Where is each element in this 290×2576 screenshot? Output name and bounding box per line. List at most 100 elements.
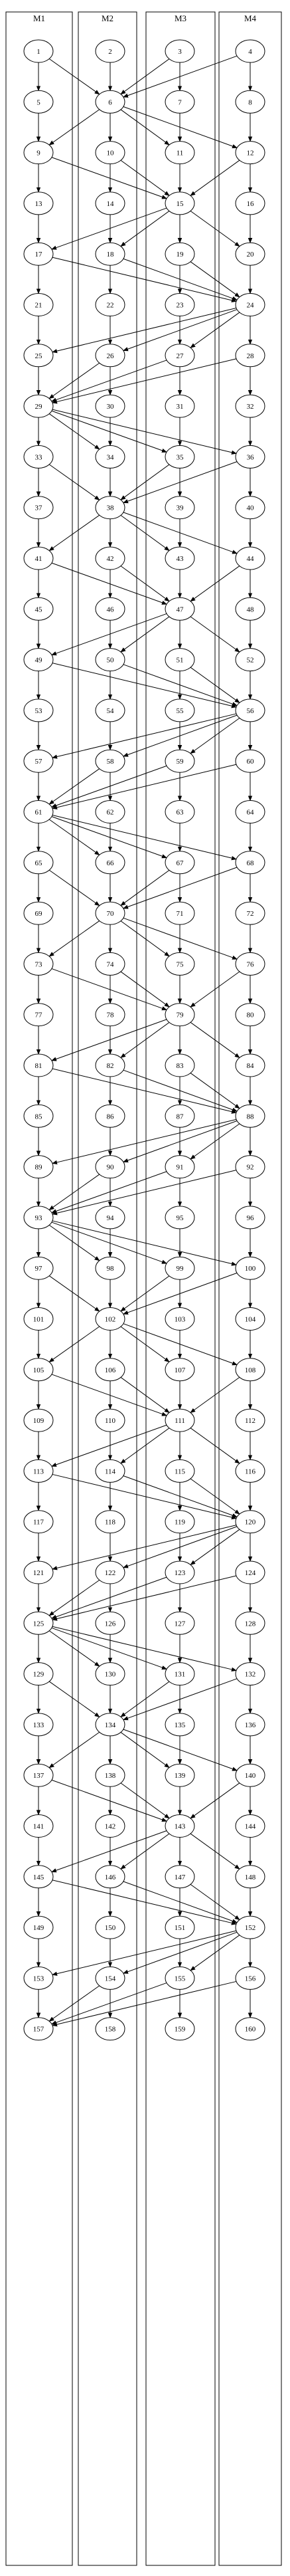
node-label: 54 (107, 707, 115, 715)
node-ellipse (95, 1053, 125, 1077)
node-label: 82 (107, 1062, 114, 1070)
node-label: 47 (177, 605, 184, 613)
node-ellipse (235, 445, 265, 469)
node-label: 30 (107, 403, 115, 411)
edge-56-59 (190, 718, 240, 753)
node-72: 72 (235, 901, 265, 925)
node-label: 148 (245, 1874, 256, 1881)
node-label: 138 (105, 1772, 116, 1780)
edge-28-29 (52, 358, 237, 403)
node-label: 22 (107, 302, 114, 310)
edge-120-123 (190, 1529, 240, 1564)
node-43: 43 (165, 546, 195, 570)
node-label: 17 (35, 251, 43, 259)
node-label: 4 (248, 48, 252, 56)
node-ellipse (23, 1459, 54, 1483)
node-85: 85 (23, 1104, 54, 1128)
node-ellipse (165, 1307, 195, 1331)
node-label: 123 (175, 1569, 186, 1577)
node-ellipse (165, 445, 195, 469)
node-160: 160 (235, 2017, 265, 2041)
edge-65-70 (48, 869, 100, 905)
edge-93-99 (51, 1222, 167, 1263)
node-51: 51 (165, 648, 195, 672)
node-14: 14 (95, 191, 125, 215)
node-ellipse (23, 901, 54, 925)
node-44: 44 (235, 546, 265, 570)
node-22: 22 (95, 293, 125, 316)
node-50: 50 (95, 648, 125, 672)
node-ellipse (235, 344, 265, 368)
node-67: 67 (165, 851, 195, 875)
edge-27-29 (52, 360, 167, 401)
node-ellipse (235, 39, 265, 63)
node-ellipse (23, 648, 54, 672)
node-66: 66 (95, 851, 125, 875)
node-ellipse (95, 496, 125, 520)
node-ellipse (95, 1662, 125, 1686)
node-ellipse (235, 1408, 265, 1432)
edge-42-47 (120, 566, 169, 601)
lane-m1-box (5, 11, 73, 2566)
node-105: 105 (23, 1358, 54, 1382)
node-12: 12 (235, 141, 265, 165)
node-ellipse (165, 800, 195, 823)
node-label: 32 (247, 403, 254, 411)
node-ellipse (23, 1713, 54, 1737)
node-label: 147 (175, 1874, 186, 1881)
node-label: 142 (105, 1823, 116, 1831)
node-99: 99 (165, 1256, 195, 1280)
node-label: 75 (177, 960, 184, 968)
node-label: 62 (107, 809, 114, 817)
node-ellipse (165, 496, 195, 520)
node-ellipse (95, 800, 125, 823)
lane-title: M3 (175, 13, 186, 23)
node-ellipse (23, 344, 54, 368)
node-142: 142 (95, 1814, 125, 1838)
node-96: 96 (235, 1206, 265, 1230)
node-label: 126 (105, 1620, 116, 1628)
edges (38, 55, 250, 2025)
node-label: 121 (33, 1569, 44, 1577)
node-label: 33 (35, 453, 43, 461)
node-23: 23 (165, 293, 195, 316)
node-ellipse (95, 597, 125, 621)
node-ellipse (95, 1915, 125, 1939)
node-11: 11 (165, 141, 195, 165)
edge-67-70 (121, 870, 170, 905)
node-148: 148 (235, 1865, 265, 1889)
node-3: 3 (165, 39, 195, 63)
node-ellipse (235, 1510, 265, 1534)
node-112: 112 (235, 1408, 265, 1432)
node-29: 29 (23, 394, 54, 418)
node-140: 140 (235, 1763, 265, 1787)
edge-152-154 (123, 1931, 238, 1973)
node-147: 147 (165, 1865, 195, 1889)
node-ellipse (165, 1358, 195, 1382)
node-97: 97 (23, 1256, 54, 1280)
edge-120-122 (123, 1526, 238, 1568)
node-ellipse (23, 1510, 54, 1534)
edge-70-75 (120, 920, 169, 956)
node-ellipse (165, 90, 195, 114)
node-label: 50 (107, 657, 115, 665)
node-26: 26 (95, 344, 125, 368)
node-label: 12 (247, 150, 254, 158)
node-128: 128 (235, 1611, 265, 1635)
node-label: 108 (245, 1366, 256, 1374)
edge-152-153 (52, 1930, 237, 1975)
node-117: 117 (23, 1510, 54, 1534)
edge-79-82 (121, 1021, 170, 1057)
node-label: 89 (35, 1164, 43, 1172)
edge-59-61 (52, 765, 167, 807)
node-ellipse (165, 1814, 195, 1838)
node-ellipse (235, 1053, 265, 1077)
node-151: 151 (165, 1915, 195, 1939)
edge-108-111 (190, 1376, 240, 1412)
node-ellipse (95, 90, 125, 114)
edge-79-81 (52, 1019, 167, 1061)
node-ellipse (95, 1560, 125, 1584)
edge-105-111 (51, 1374, 167, 1416)
node-label: 105 (33, 1366, 44, 1374)
